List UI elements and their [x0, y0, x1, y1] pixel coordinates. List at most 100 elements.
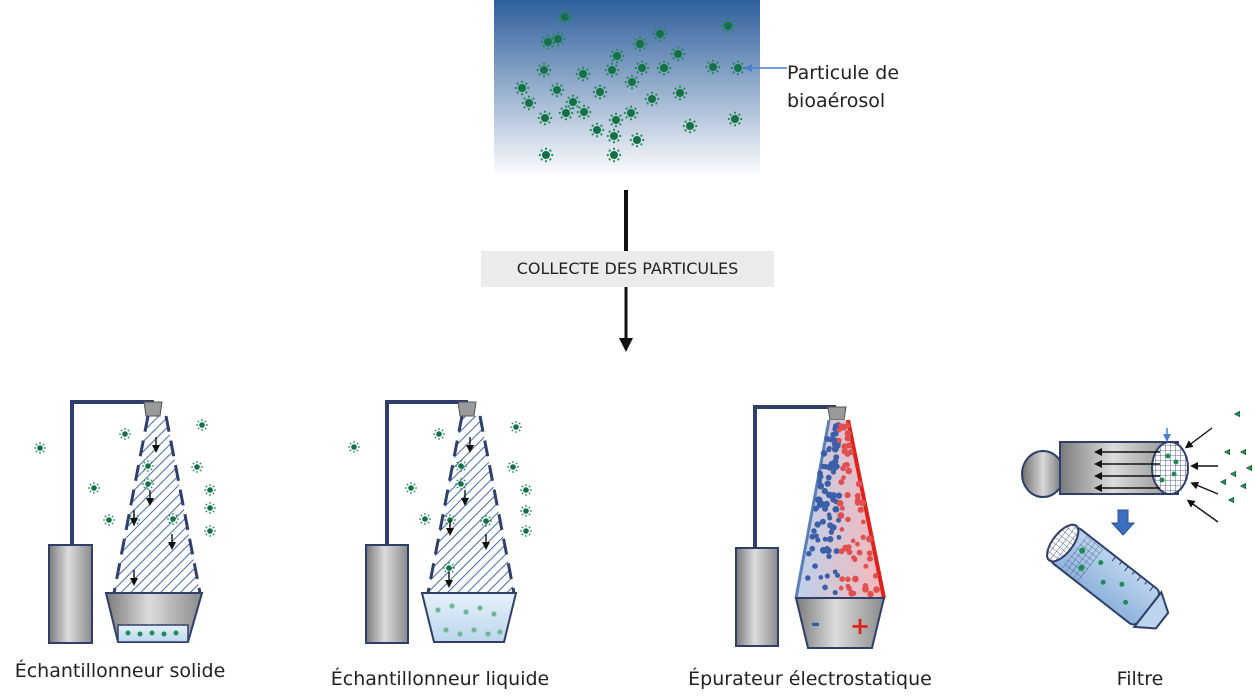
particle-icon [538, 147, 554, 163]
particle-icon [720, 18, 736, 34]
solid-sampler-label: Échantillonneur solide [14, 660, 226, 682]
particle-dot [1241, 449, 1247, 455]
particle-dot [811, 528, 817, 534]
particle-dot [832, 589, 838, 596]
particle-dot [806, 550, 812, 557]
particle-dot [851, 590, 857, 596]
particle-dot [850, 538, 856, 544]
particle-icon [191, 461, 203, 473]
particle-dot [855, 500, 860, 506]
particle-icon [103, 514, 115, 526]
particle-dot [1235, 411, 1241, 417]
particle-dot [857, 506, 864, 513]
particle-dot [825, 474, 832, 481]
filter-label: Filtre [1116, 668, 1164, 690]
particle-dot [818, 575, 824, 580]
particle-dot [821, 488, 828, 495]
particle-dot [449, 603, 455, 609]
particle-icon [167, 513, 179, 525]
particle-dot [839, 527, 845, 532]
particle-icon [204, 502, 216, 514]
particle-dot [844, 422, 851, 429]
particle-dot [866, 550, 873, 556]
particle-dot [817, 482, 825, 490]
particle-dot [823, 500, 830, 508]
particle-icon [455, 460, 467, 472]
particle-dot [830, 431, 837, 438]
particle-dot [833, 506, 840, 513]
particle-dot [817, 470, 823, 477]
particle-dot [173, 630, 179, 636]
filter-device [1021, 411, 1253, 630]
particle-dot [149, 630, 155, 636]
particle-dot [867, 590, 874, 598]
particle-dot [830, 469, 837, 475]
particle-icon [480, 515, 492, 527]
solid-sampler-flow-arrows [130, 437, 176, 586]
particle-icon [537, 110, 553, 126]
particle-icon [644, 91, 660, 107]
particle-dot [841, 443, 849, 450]
particle-icon [88, 482, 100, 494]
particle-dot [815, 537, 821, 543]
particle-dot [854, 492, 861, 499]
particle-dot [867, 555, 873, 562]
particle-icon [624, 74, 640, 90]
particle-dot [826, 512, 832, 518]
particle-icon [204, 525, 216, 537]
particle-dot [491, 611, 497, 617]
particle-dot [1241, 483, 1247, 489]
particle-icon [196, 419, 208, 431]
particle-icon [521, 95, 537, 111]
liquid-sampler-flow-arrows [445, 437, 490, 588]
particle-icon [576, 104, 592, 120]
particle-dot [463, 609, 469, 615]
particle-dot [443, 627, 449, 633]
particle-dot [836, 534, 842, 540]
particle-dot [813, 533, 819, 539]
particle-dot [851, 555, 857, 561]
particle-dot [471, 627, 477, 633]
positive-electrode-sign: + [850, 612, 871, 640]
liquid-sampler-label: Échantillonneur liquide [330, 668, 550, 690]
particle-icon [589, 122, 605, 138]
particle-dot [1171, 471, 1177, 477]
negative-electrode-sign: - [811, 612, 821, 637]
particle-icon [609, 48, 625, 64]
particle-icon [455, 478, 467, 490]
flow-arrow [1190, 481, 1219, 495]
particle-icon [606, 147, 622, 163]
filter-inner-arrows [1094, 448, 1160, 492]
particle-dot [161, 631, 167, 637]
particle-icon [507, 461, 519, 473]
particle-icon [419, 513, 431, 525]
particle-dot [840, 465, 846, 472]
particle-icon [520, 484, 532, 496]
particle-icon [536, 62, 552, 78]
collect-label-background [481, 251, 774, 287]
particle-icon [606, 128, 622, 144]
particle-icon [682, 118, 698, 134]
particle-icon [632, 36, 648, 52]
particle-icon [629, 132, 645, 148]
particle-icon [549, 82, 565, 98]
particle-dot [836, 427, 842, 433]
particle-icon [656, 60, 672, 76]
particle-dot [826, 446, 832, 453]
particle-icon [604, 62, 620, 78]
liquid-sampler [348, 400, 532, 644]
particle-dot [822, 536, 828, 542]
particle-dot [855, 480, 863, 488]
particle-dot [833, 548, 840, 555]
particle-dot [827, 536, 834, 543]
particle-dot [1225, 449, 1231, 455]
particle-dot [838, 548, 845, 555]
particle-dot [845, 516, 851, 523]
particle-dot [497, 629, 503, 635]
particle-dot [839, 576, 845, 582]
particle-icon [727, 111, 743, 127]
particle-dot [1173, 459, 1179, 465]
particle-icon [670, 46, 686, 62]
particle-dot [831, 445, 839, 453]
particle-dot [809, 545, 816, 552]
